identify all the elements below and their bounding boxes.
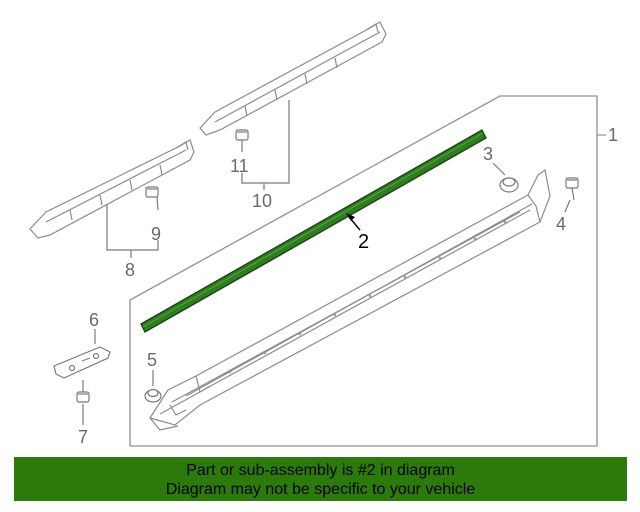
- rocker-moulding-part-2[interactable]: [140, 129, 487, 333]
- callout-4: 4: [556, 214, 566, 234]
- bolt-part-11: [235, 129, 249, 152]
- callout-5: 5: [147, 350, 157, 370]
- bracket-part-10: [199, 21, 387, 136]
- leader-8: [106, 204, 159, 258]
- clip-part-3: [499, 177, 519, 193]
- leader-2: [346, 213, 361, 231]
- bolt-part-4: [565, 177, 579, 201]
- banner-line-2: Diagram may not be specific to your vehi…: [165, 481, 476, 498]
- info-banner: Part or sub-assembly is #2 in diagram Di…: [14, 457, 627, 501]
- panel-outline: [129, 95, 598, 447]
- callout-2: 2: [358, 231, 369, 253]
- callout-7: 7: [78, 427, 88, 447]
- bolt-part-7: [76, 380, 90, 403]
- clip-part-5: [144, 388, 162, 403]
- callout-11: 11: [230, 156, 249, 176]
- callout-9: 9: [151, 224, 161, 244]
- banner-line-1: Part or sub-assembly is #2 in diagram: [186, 462, 455, 479]
- rocker-sill-panel: [149, 168, 551, 431]
- bracket-part-8: [29, 139, 195, 239]
- leader-4: [564, 199, 571, 213]
- callout-10: 10: [252, 191, 272, 211]
- callout-3: 3: [483, 144, 493, 164]
- rocker-sill-holes: [228, 220, 507, 374]
- bracket-part-6: [53, 346, 111, 379]
- leader-10: [241, 100, 290, 190]
- callout-8: 8: [125, 260, 135, 280]
- leader-3: [492, 162, 506, 176]
- bolt-part-9: [145, 186, 159, 211]
- callout-6: 6: [89, 310, 99, 330]
- callout-1: 1: [608, 125, 618, 145]
